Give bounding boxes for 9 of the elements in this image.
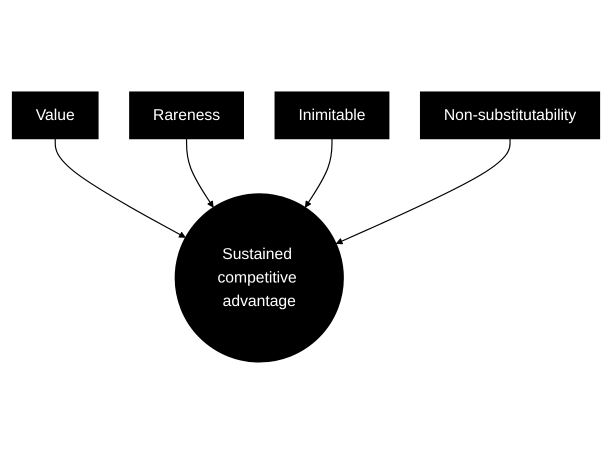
node-box: Value xyxy=(12,91,99,140)
node-box: Rareness xyxy=(129,91,244,140)
node-circle: Sustained competitive advantage xyxy=(174,193,344,363)
node-box: Non-substitutability xyxy=(420,91,600,140)
arrow xyxy=(54,138,186,238)
arrow xyxy=(186,138,214,208)
arrow xyxy=(304,138,333,208)
arrow xyxy=(336,138,511,244)
node-box: Inimitable xyxy=(274,91,390,140)
